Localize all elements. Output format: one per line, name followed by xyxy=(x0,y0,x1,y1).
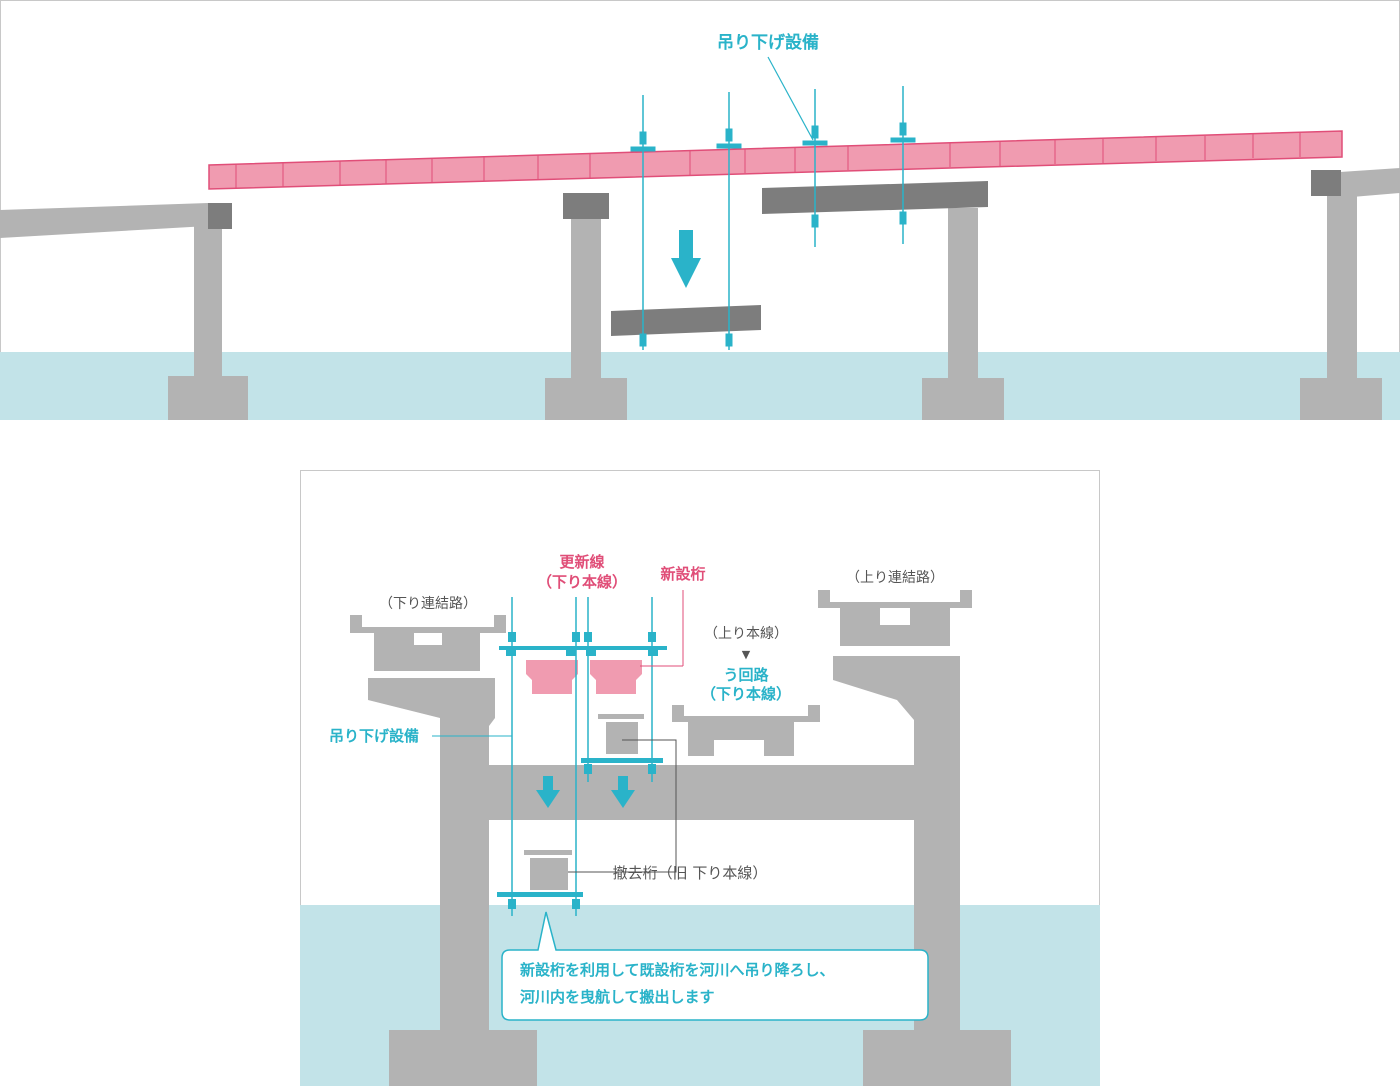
top-hanger-leader xyxy=(767,56,814,141)
hanger-system-bottom xyxy=(497,597,667,916)
renewal-line-label-1: 更新線 xyxy=(559,553,604,571)
lowered-girder xyxy=(611,305,761,336)
pier-2 xyxy=(545,193,627,420)
callout-line-2: 河川内を曳航して搬出します xyxy=(520,988,715,1006)
down-arrow-icon-right xyxy=(611,776,635,808)
detour-deck xyxy=(672,705,820,756)
arrow-marker: ▼ xyxy=(742,648,751,661)
right-approach-deck xyxy=(1340,168,1400,198)
callout-line-1: 新設桁を利用して既設桁を河川へ吊り降ろし、 xyxy=(520,961,835,979)
top-hanger-label: 吊り下げ設備 xyxy=(717,32,819,53)
pier-4 xyxy=(1300,170,1382,420)
callout-box xyxy=(501,911,929,1021)
down-arrow-icon xyxy=(671,230,701,288)
down-connector-label: （下り連結路） xyxy=(379,596,477,612)
existing-girder-on-pier xyxy=(762,181,988,214)
removed-girder-lower xyxy=(524,850,572,890)
detour-label-1: う回路 xyxy=(723,666,769,684)
new-girder-bottom xyxy=(526,660,642,694)
up-main-label: （上り本線） xyxy=(704,626,788,642)
pier-3 xyxy=(922,208,1004,420)
removed-girder-leader xyxy=(604,739,677,873)
top-panel: 吊り下げ設備 xyxy=(0,0,1400,420)
renewal-line-label-2: （下り本線） xyxy=(537,573,627,591)
new-girder-label: 新設桁 xyxy=(660,565,705,583)
down-connector-deck xyxy=(350,615,506,671)
bottom-hanger-label: 吊り下げ設備 xyxy=(329,727,419,745)
left-approach-deck xyxy=(0,203,208,238)
bent-frame xyxy=(368,656,1011,1086)
removed-girder-upper xyxy=(598,714,644,754)
down-arrow-icon-left xyxy=(536,776,560,808)
new-girder-top xyxy=(208,130,1343,190)
bottom-panel: （下り連結路） （上り連結路） 更新線 （下り本線） 新設桁 （上り本線） ▼ … xyxy=(300,470,1100,1086)
removed-girder-label: 撤去桁（旧 下り本線） xyxy=(613,864,768,882)
top-panel-frame xyxy=(0,0,1400,420)
detour-label-2: （下り本線） xyxy=(701,685,791,703)
pier-1 xyxy=(168,203,248,420)
up-connector-deck xyxy=(818,590,972,646)
hanger-rods-top xyxy=(630,86,916,350)
up-connector-label: （上り連結路） xyxy=(846,570,944,586)
